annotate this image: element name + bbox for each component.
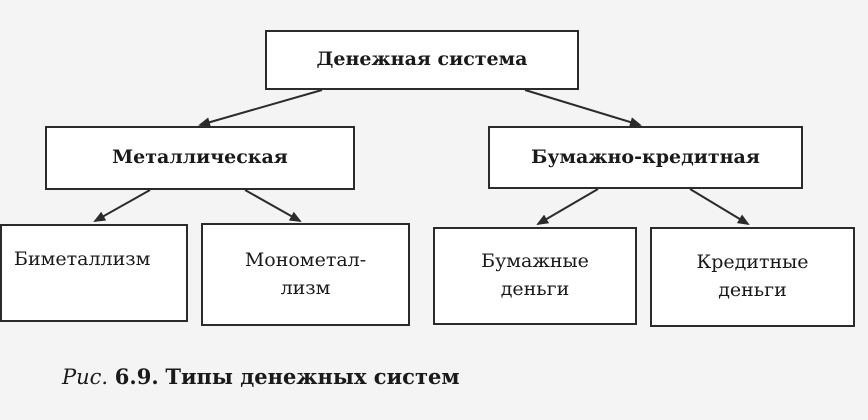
node-paper-credit: Бумажно-кредитная: [488, 126, 803, 189]
arrow-paper-credit-to-credit-money: [689, 188, 750, 226]
node-bimetallism-label: Биметаллизм: [14, 248, 151, 271]
node-bimetallism: Биметаллизм: [0, 224, 188, 322]
node-money-system: Денежная система: [265, 30, 579, 90]
arrow-root-to-paper-credit: [524, 89, 642, 127]
node-metallic-label: Металлическая: [112, 146, 288, 169]
caption-prefix: Рис.: [62, 365, 109, 389]
node-credit-money-line2: деньги: [718, 279, 787, 301]
node-paper-credit-label: Бумажно-кредитная: [531, 145, 760, 168]
arrow-paper-credit-to-paper-money: [536, 188, 599, 226]
node-credit-money-line1: Кредитные: [696, 251, 809, 274]
node-monometallism-line1: Монометал-: [244, 248, 367, 271]
node-money-system-label: Денежная система: [316, 48, 528, 71]
arrow-metallic-to-bimetallism: [93, 189, 151, 222]
node-credit-money: Кредитные деньги: [650, 227, 855, 327]
node-paper-money-line1: Бумажные: [481, 250, 589, 273]
caption-number: 6.9.: [114, 364, 159, 389]
caption-title: Типы денежных систем: [165, 364, 460, 389]
arrow-root-to-metallic: [198, 89, 323, 128]
figure-caption: Рис. 6.9. Типы денежных систем: [62, 364, 460, 389]
node-metallic: Металлическая: [45, 126, 355, 190]
node-paper-money-line2: деньги: [500, 278, 570, 300]
node-monometallism: Монометал- лизм: [201, 223, 410, 326]
node-paper-money: Бумажные деньги: [433, 227, 637, 325]
arrow-metallic-to-monometallism: [244, 189, 302, 222]
node-monometallism-line2: лизм: [280, 276, 331, 299]
